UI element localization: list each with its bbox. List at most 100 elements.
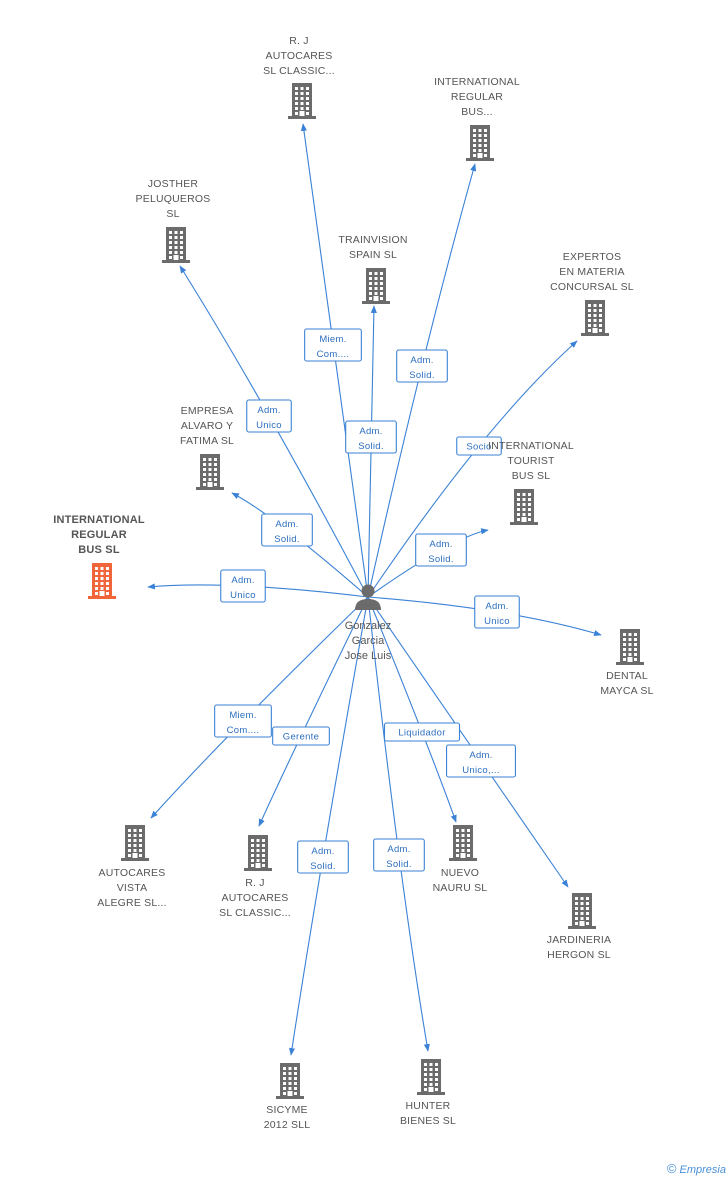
edge-label-empresa-alvaro[interactable]: Adm.Solid.	[261, 513, 313, 547]
company-node-hunter[interactable]: HUNTER BIENES SL	[400, 1059, 456, 1127]
company-label: EN MATERIA	[559, 266, 624, 278]
edge-label-box	[373, 838, 425, 872]
edge-label-text: Miem.	[319, 334, 346, 345]
edge-label-text: Adm.	[359, 426, 382, 437]
company-label: INTERNATIONAL	[434, 76, 520, 88]
company-node-autocares-vista[interactable]: AUTOCARES VISTA ALEGRE SL...	[97, 825, 167, 909]
company-label: TOURIST	[507, 455, 555, 467]
edge-label-intl-regular-top[interactable]: Adm.Solid.	[396, 349, 448, 383]
credit: © Empresia	[667, 1161, 726, 1176]
company-label: BUS...	[461, 106, 493, 118]
edge-label-text: Adm.	[387, 844, 410, 855]
edge-label-box	[456, 436, 502, 456]
edge-label-text: Solid.	[428, 554, 454, 565]
edge-label-jardineria[interactable]: Adm.Unico,...	[445, 744, 516, 778]
building-icon	[581, 300, 609, 336]
company-label: SL CLASSIC...	[219, 907, 291, 919]
person-name-line: Jose Luis	[345, 650, 392, 662]
edge-label-rj-bottom[interactable]: Gerente	[272, 726, 330, 746]
edge-label-text: Solid.	[386, 859, 412, 870]
edge-label-text: Gerente	[283, 732, 319, 743]
company-node-dental-mayca[interactable]: DENTAL MAYCA SL	[600, 629, 653, 697]
company-label: BUS SL	[512, 470, 551, 482]
building-icon	[196, 454, 224, 490]
person-name-line: Garcia	[352, 635, 385, 647]
edge-label-text: Unico	[230, 590, 256, 601]
edge-label-text: Adm.	[257, 405, 280, 416]
company-label: AUTOCARES	[99, 867, 166, 879]
edge-label-box	[383, 722, 461, 742]
edge-label-sicyme[interactable]: Adm.Solid.	[297, 840, 349, 874]
edge-label-intl-regular-focus[interactable]: Adm. Unico	[220, 569, 266, 603]
edge-label-box	[261, 513, 313, 547]
edge-label-box	[415, 533, 467, 567]
company-label: HERGON SL	[547, 949, 611, 961]
edge-labels-layer: Miem.Com....Adm.Solid.Adm.UnicoAdm.Solid…	[214, 328, 520, 874]
building-icon	[466, 125, 494, 161]
edge-hunter	[367, 596, 430, 1052]
edge-label-expertos[interactable]: Socio	[456, 436, 502, 456]
edge-label-box	[445, 744, 516, 778]
edge-label-rj-top[interactable]: Miem. Com....	[304, 328, 362, 362]
company-label: TRAINVISION	[338, 234, 407, 246]
edge-label-intl-tourist[interactable]: Adm. Solid.	[415, 533, 467, 567]
edge-label-box	[272, 726, 330, 746]
company-label: VISTA	[117, 882, 148, 894]
building-icon	[417, 1059, 445, 1095]
edge-label-text: Solid.	[358, 441, 384, 452]
company-label: MAYCA SL	[600, 685, 653, 697]
company-label: SICYME	[266, 1104, 307, 1116]
edge-label-text: Unico	[484, 616, 510, 627]
company-label: ALEGRE SL...	[97, 897, 167, 909]
company-label: BIENES SL	[400, 1115, 456, 1127]
edge-label-nuevo-nauru[interactable]: Liquidador	[383, 722, 461, 742]
company-node-rj-bottom[interactable]: R. J AUTOCARES SL CLASSIC...	[219, 835, 291, 919]
edge-label-box	[474, 595, 520, 629]
person-icon	[355, 584, 381, 610]
company-label: SL CLASSIC...	[263, 65, 335, 77]
brand-name[interactable]: Empresia	[679, 1164, 726, 1176]
edge-label-text: Adm.	[469, 750, 492, 761]
company-node-intl-tourist[interactable]: INTERNATIONAL TOURIST BUS SL	[488, 440, 574, 525]
edge-label-text: Solid.	[409, 370, 435, 381]
company-label: NUEVO	[441, 867, 479, 879]
edge-label-box	[214, 704, 272, 738]
company-label: INTERNATIONAL	[488, 440, 574, 452]
building-icon	[510, 489, 538, 525]
edge-label-text: Socio	[466, 442, 491, 453]
edge-label-text: Com....	[227, 725, 260, 736]
edge-label-josther[interactable]: Adm.Unico	[246, 399, 292, 433]
company-label: JOSTHER	[148, 178, 199, 190]
edge-label-text: Adm.	[311, 846, 334, 857]
building-icon	[244, 835, 272, 871]
building-icon	[449, 825, 477, 861]
person-name-line: Gonzalez	[345, 620, 391, 632]
edge-label-text: Miem.	[229, 710, 256, 721]
edge-label-autocares-vista[interactable]: Miem. Com....	[214, 704, 272, 738]
company-label: R. J	[245, 877, 264, 889]
edge-label-hunter[interactable]: Adm. Solid.	[373, 838, 425, 872]
company-node-intl-regular-top[interactable]: INTERNATIONALREGULARBUS...	[434, 76, 520, 161]
edge-label-trainvision[interactable]: Adm. Solid.	[345, 420, 397, 454]
edge-label-text: Adm.	[231, 575, 254, 586]
building-icon	[162, 227, 190, 263]
company-label: HUNTER	[406, 1100, 451, 1112]
company-label: ALVARO Y	[181, 420, 233, 432]
company-label: AUTOCARES	[222, 892, 289, 904]
company-label: DENTAL	[606, 670, 648, 682]
building-icon	[288, 83, 316, 119]
edge-label-dental-mayca[interactable]: Adm.Unico	[474, 595, 520, 629]
edge-label-text: Com....	[317, 349, 350, 360]
edge-label-text: Adm.	[429, 539, 452, 550]
